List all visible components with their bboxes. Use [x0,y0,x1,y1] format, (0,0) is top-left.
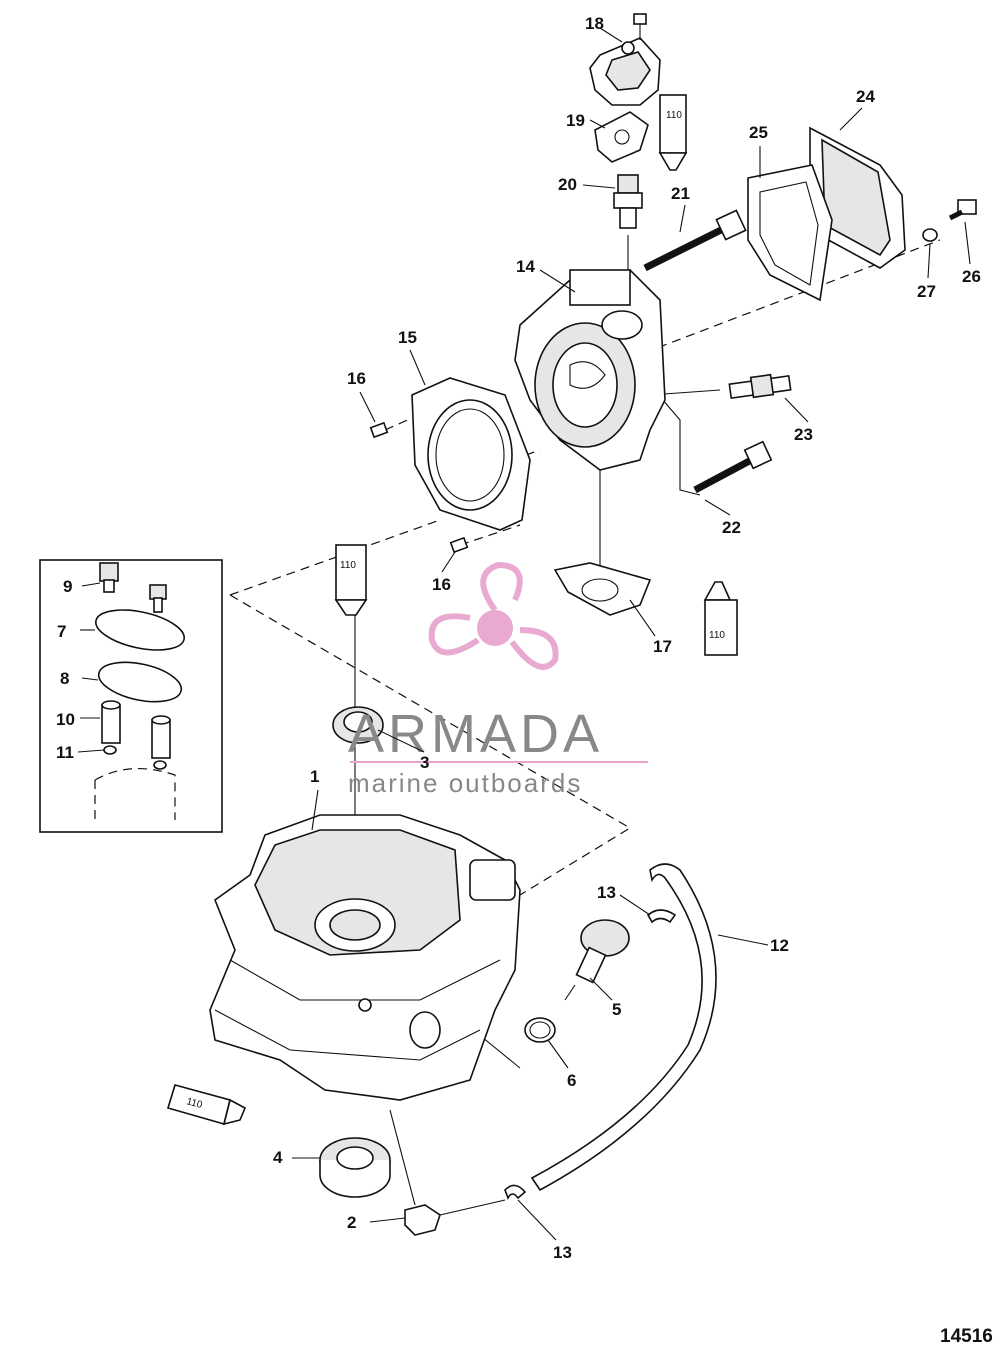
callout-6: 6 [567,1071,576,1090]
armada-logo [428,561,559,670]
part-20-sensor [613,174,643,229]
part-15-gasket [411,377,531,531]
svg-text:110: 110 [666,110,682,121]
callout-13-upper: 13 [597,883,616,902]
callout-1: 1 [310,767,319,786]
callout-12: 12 [770,936,789,955]
part-19-gasket [594,111,649,163]
leader-lines [77,27,971,1241]
propeller-hub-icon [477,610,513,646]
part-14-cylinder-head [514,269,666,471]
callout-27: 27 [917,282,936,301]
part-12-hose [530,863,717,1192]
sealant-tube-right: 110 [703,581,738,656]
callout-2: 2 [347,1213,356,1232]
watermark-brand: ARMADA [348,704,603,764]
part-17-gasket [553,562,652,616]
callout-26: 26 [962,267,981,286]
part-25-gasket [747,164,833,302]
part-13-clamp-lower [504,1184,527,1200]
callout-4: 4 [273,1148,283,1167]
svg-text:110: 110 [709,630,725,641]
callout-24: 24 [856,87,875,106]
callout-25: 25 [749,123,768,142]
callout-10: 10 [56,710,75,729]
part-16-pin-lower [449,536,469,554]
callout-19: 19 [566,111,585,130]
part-18-housing [589,13,661,106]
callout-9: 9 [63,577,72,596]
callout-11: 11 [56,743,74,762]
part-23-spark-plug [728,373,792,400]
part-3-seal [332,706,384,744]
callout-3: 3 [420,753,429,772]
callout-7: 7 [57,622,66,641]
callout-8: 8 [60,669,69,688]
svg-text:110: 110 [185,1096,204,1111]
part-26-screw [948,199,977,221]
callout-13-lower: 13 [553,1243,572,1262]
part-22-bolt [693,440,773,494]
watermark-tagline: marine outboards [348,768,582,798]
part-1-crankcase [209,814,521,1101]
part-13-clamp-upper [646,909,677,924]
part-24-cover [809,126,906,269]
callout-17: 17 [653,637,672,656]
sealant-tube-left: 110 [334,544,368,616]
part-2-elbow-fitting [404,1204,441,1236]
callout-18: 18 [585,14,604,33]
callout-5: 5 [612,1000,621,1019]
callouts: 1 2 3 4 5 6 7 8 9 10 11 12 13 13 14 15 1… [56,14,981,1262]
part-21-bolt [643,209,747,272]
part-4-bearing [319,1137,391,1198]
callout-23: 23 [794,425,813,444]
sealant-tube-top: 110 [658,94,688,171]
callout-22: 22 [722,518,741,537]
callout-21: 21 [671,184,690,203]
figure-number: 14516 [940,1326,993,1347]
sealant-tube-lower: 110 [166,1084,247,1126]
callout-20: 20 [558,175,577,194]
callout-15: 15 [398,328,417,347]
part-16-pin-upper [369,421,389,439]
part-27-washer [922,228,938,242]
inset-box [39,559,223,833]
part-5-drain-plug [564,919,630,1001]
callout-14: 14 [516,257,535,276]
callout-16-upper: 16 [347,369,366,388]
callout-16-lower: 16 [432,575,451,594]
svg-text:110: 110 [340,560,356,571]
